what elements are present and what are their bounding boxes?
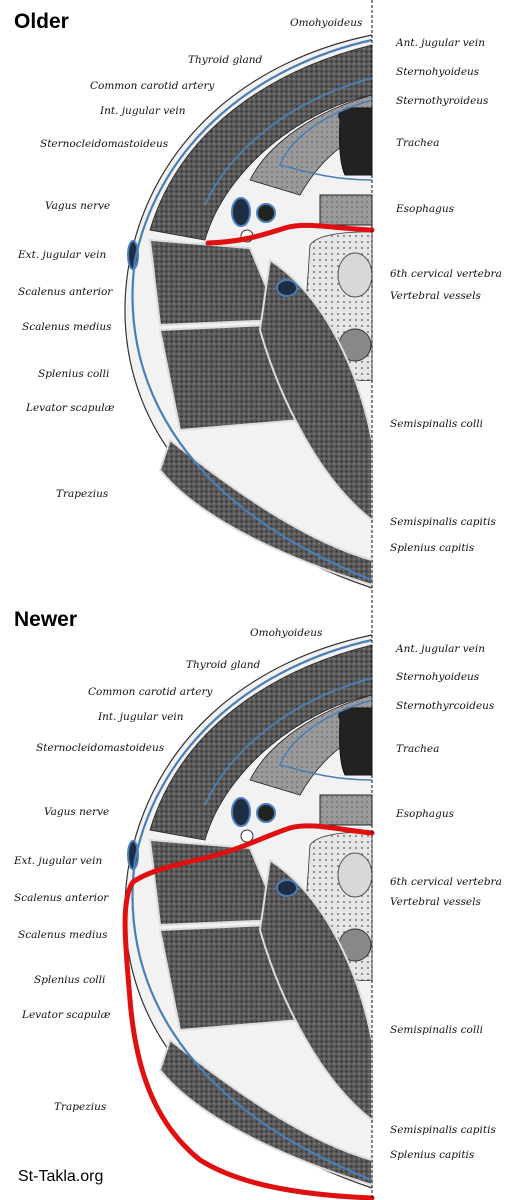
label-vertebral-vessels: Vertebral vessels (390, 290, 481, 302)
label-scalenus-medius: Scalenus medius (18, 929, 108, 941)
fascia-line-pretracheal (278, 699, 373, 781)
label-trachea: Trachea (396, 137, 439, 149)
label-semispinalis-colli: Semispinalis colli (390, 1024, 483, 1036)
fascia-line-superficial (131, 638, 373, 1182)
panel-older: Omohyoideus Thyroid gland Common carotid… (14, 0, 502, 600)
right-labels: Ant. jugular vein Sternohyoideus Sternot… (390, 643, 502, 1161)
label-trapezius: Trapezius (56, 488, 109, 500)
label-vertebral-vessels: Vertebral vessels (390, 896, 481, 908)
label-levator-scapulae: Levator scapulæ (21, 1009, 111, 1021)
neck-cross-section-diagram: Omohyoideus Thyroid gland Common carotid… (13, 600, 502, 1200)
vertebral-vessels (276, 879, 298, 897)
splenius-muscle (258, 858, 373, 1123)
label-int-jugular-vein: Int. jugular vein (97, 711, 184, 723)
label-omohyoideus: Omohyoideus (250, 627, 323, 639)
vertebral-body (337, 852, 373, 898)
label-sternocleidomastoideus: Sternocleidomastoideus (36, 742, 165, 754)
label-splenius-capitis: Splenius capitis (390, 542, 475, 554)
label-scalenus-anterior: Scalenus anterior (14, 892, 109, 904)
label-ant-jugular-vein: Ant. jugular vein (395, 37, 485, 49)
label-ant-jugular-vein: Ant. jugular vein (395, 643, 485, 655)
right-labels: Ant. jugular vein Sternohyoideus Sternot… (390, 37, 502, 554)
label-splenius-capitis: Splenius capitis (390, 1149, 475, 1161)
splenius-muscle (258, 258, 373, 523)
panel-title-newer: Newer (14, 608, 78, 631)
trachea (338, 707, 373, 776)
fascia-line-pretracheal (278, 99, 373, 181)
label-splenius-colli: Splenius colli (34, 974, 105, 986)
label-vagus-nerve: Vagus nerve (44, 806, 109, 818)
label-ext-jugular-vein: Ext. jugular vein (17, 249, 106, 261)
label-common-carotid-artery: Common carotid artery (88, 686, 214, 698)
panel-title-older: Older (14, 10, 69, 33)
esophagus (319, 194, 373, 226)
label-6th-cervical-vertebra: 6th cervical vertebra (390, 268, 502, 280)
panel-newer: Omohyoideus Thyroid gland Common carotid… (0, 600, 512, 1200)
fascia-line-carotid-sheath (204, 77, 373, 206)
label-omohyoideus: Omohyoideus (290, 17, 363, 29)
fascia-line-carotid-sheath (204, 677, 373, 806)
esophagus (319, 794, 373, 826)
label-sternohyoideus: Sternohyoideus (396, 671, 480, 683)
label-vagus-nerve: Vagus nerve (45, 200, 110, 212)
label-levator-scapulae: Levator scapulæ (25, 402, 115, 414)
label-thyroid-gland: Thyroid gland (188, 54, 263, 66)
label-thyroid-gland: Thyroid gland (186, 659, 261, 671)
neck-cross-section-diagram: Omohyoideus Thyroid gland Common carotid… (17, 0, 502, 600)
vertebral-body (337, 252, 373, 298)
label-esophagus: Esophagus (395, 808, 455, 820)
label-sternothyrcoideus: Sternothyrcoideus (396, 700, 495, 712)
highlight-line-newer (122, 823, 375, 1200)
fascia-line-superficial (131, 38, 373, 582)
highlight-line-older (205, 222, 375, 246)
label-trachea: Trachea (396, 743, 439, 755)
sternocleidomastoid-muscle (149, 644, 373, 841)
label-semispinalis-capitis: Semispinalis capitis (390, 1124, 496, 1136)
label-common-carotid-artery: Common carotid artery (90, 80, 216, 92)
internal-jugular-vein (231, 797, 251, 827)
watermark-credit: St-Takla.org (18, 1168, 104, 1185)
label-splenius-colli: Splenius colli (38, 368, 109, 380)
vertebral-vessels (276, 279, 298, 297)
label-int-jugular-vein: Int. jugular vein (99, 105, 186, 117)
label-6th-cervical-vertebra: 6th cervical vertebra (390, 876, 502, 888)
vagus-nerve (240, 829, 254, 843)
label-esophagus: Esophagus (395, 203, 455, 215)
label-trapezius: Trapezius (54, 1101, 107, 1113)
label-semispinalis-colli: Semispinalis colli (390, 418, 483, 430)
label-scalenus-medius: Scalenus medius (22, 321, 112, 333)
label-sternothyroideus: Sternothyroideus (396, 95, 489, 107)
label-sternocleidomastoideus: Sternocleidomastoideus (40, 138, 169, 150)
common-carotid-artery (256, 803, 276, 823)
left-labels: Omohyoideus Thyroid gland Common carotid… (17, 17, 363, 500)
label-sternohyoideus: Sternohyoideus (396, 66, 480, 78)
label-scalenus-anterior: Scalenus anterior (18, 286, 113, 298)
trachea (338, 107, 373, 176)
left-labels: Omohyoideus Thyroid gland Common carotid… (13, 627, 323, 1113)
label-semispinalis-capitis: Semispinalis capitis (390, 516, 496, 528)
sternocleidomastoid-muscle (149, 44, 373, 241)
label-ext-jugular-vein: Ext. jugular vein (13, 855, 102, 867)
internal-jugular-vein (231, 197, 251, 227)
common-carotid-artery (256, 203, 276, 223)
